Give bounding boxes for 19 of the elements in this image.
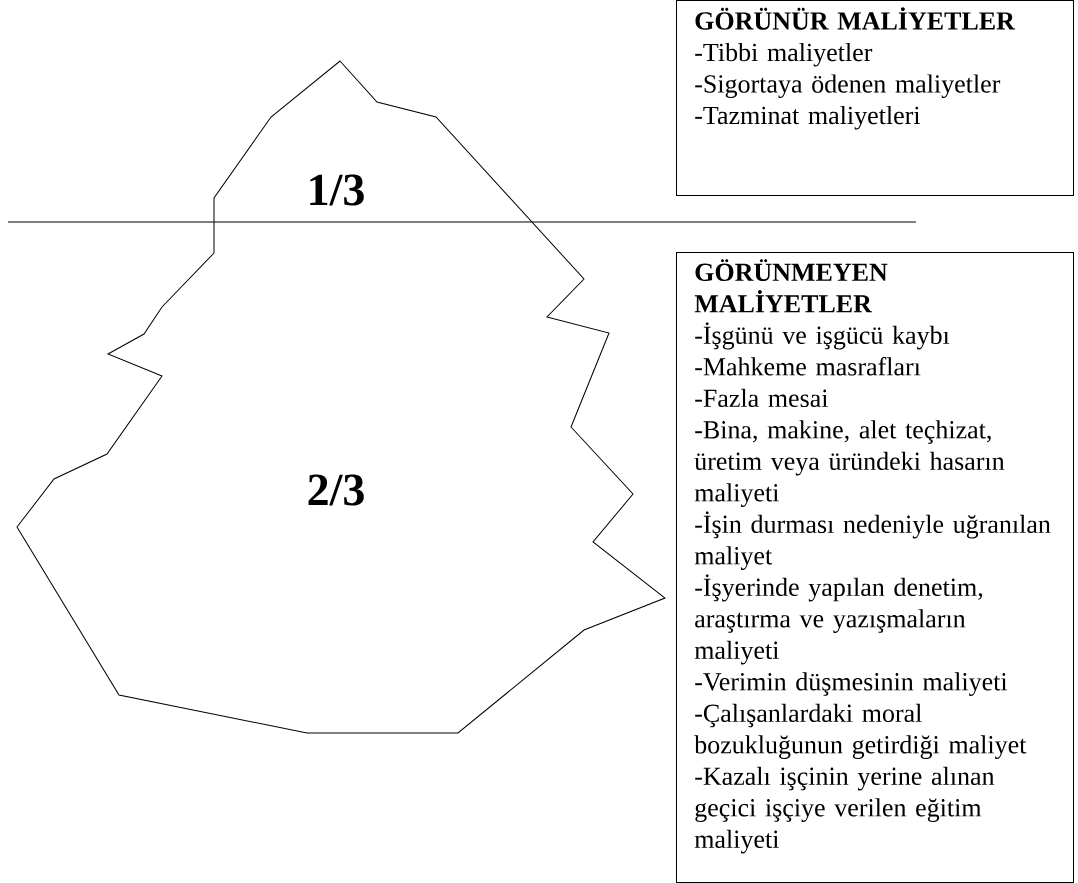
list-item: -Verimin düşmesinin maliyeti xyxy=(695,672,1008,696)
fraction-label: 1/3 xyxy=(310,174,364,206)
list-item: -Kazalı işçinin yerine alınan geçici işçiye verilen eğitim maliyeti xyxy=(694,766,995,854)
iceberg xyxy=(16,60,666,734)
list-item: -İşyerinde yapılan denetim, araştırma ve yazışmaların maliyeti xyxy=(694,574,983,665)
list-item: -Fazla mesai xyxy=(695,388,828,408)
list-item: -Sigortaya ödenen maliyetler xyxy=(695,74,1001,99)
cost-box xyxy=(676,0,1074,196)
box-heading: GÖRÜNÜR MALİYETLER xyxy=(695,7,1016,30)
list-item: -Bina, makine, alet teçhizat, üretim veya üründeki hasarın maliyeti xyxy=(694,420,1005,507)
fraction-label: 2/3 xyxy=(308,474,364,506)
list-item: -Tazminat maliyetleri xyxy=(695,105,921,130)
list-item: -İşin durması nedeniyle uğranılan maliyet xyxy=(694,511,1051,570)
box-heading: GÖRÜNMEYEN MALİYETLER xyxy=(694,259,888,313)
list-item: -Mahkeme masrafları xyxy=(695,357,921,376)
list-item: -Tibbi maliyetler xyxy=(695,42,873,67)
list-item: -İşgünü ve işgücü kaybı xyxy=(695,322,950,350)
list-item: -Çalışanlardaki moral bozukluğunun getirdiği maliyet xyxy=(694,703,1027,759)
cost-box xyxy=(676,252,1074,883)
